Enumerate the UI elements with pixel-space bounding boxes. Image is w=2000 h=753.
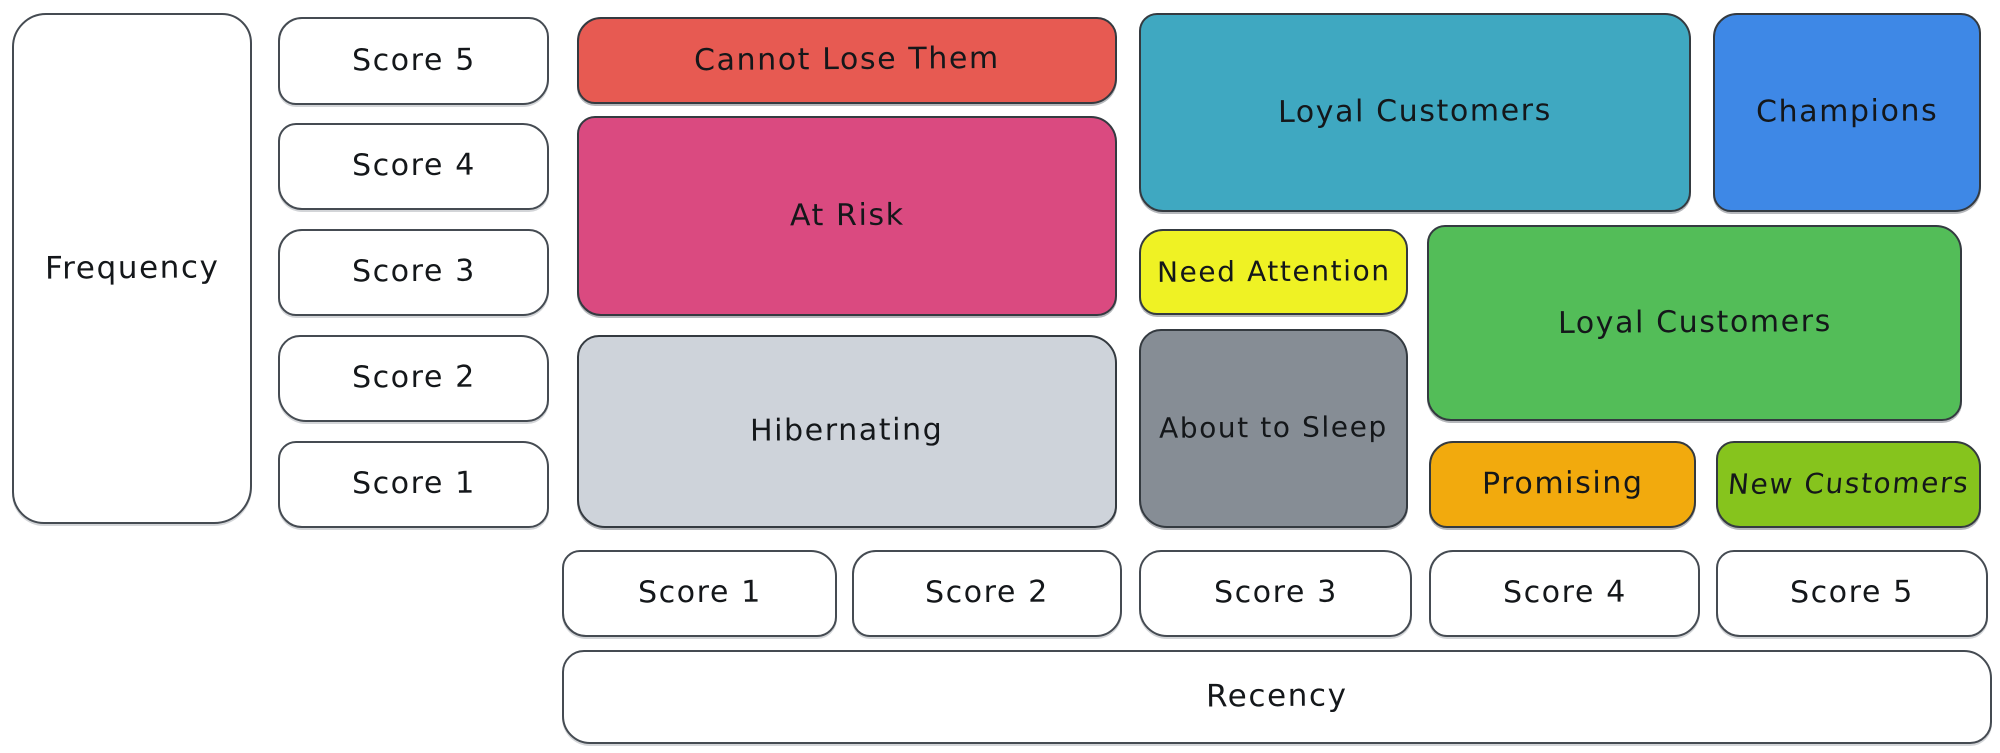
segment-loyal-customers-top-label: Loyal Customers: [1277, 93, 1553, 131]
segment-promising[interactable]: Promising: [1429, 441, 1696, 528]
segment-hibernating[interactable]: Hibernating: [577, 335, 1117, 528]
segment-cannot-lose-them-label: Cannot Lose Them: [693, 41, 1001, 79]
frequency-axis-label: Frequency: [44, 249, 220, 287]
recency-score-5-box[interactable]: Score 5: [1716, 550, 1988, 637]
recency-axis-box[interactable]: Recency: [562, 650, 1992, 744]
segment-cannot-lose-them[interactable]: Cannot Lose Them: [577, 17, 1117, 104]
frequency-score-2-label: Score 2: [351, 359, 476, 396]
segment-at-risk[interactable]: At Risk: [577, 116, 1117, 316]
segment-need-attention[interactable]: Need Attention: [1139, 229, 1408, 315]
segment-champions-label: Champions: [1755, 93, 1939, 130]
frequency-score-1-label: Score 1: [351, 465, 476, 502]
frequency-score-1-box[interactable]: Score 1: [278, 441, 549, 528]
recency-score-3-box[interactable]: Score 3: [1139, 550, 1412, 637]
frequency-axis-box[interactable]: Frequency: [12, 13, 252, 524]
recency-score-4-box[interactable]: Score 4: [1429, 550, 1700, 637]
recency-score-3-label: Score 3: [1213, 574, 1338, 611]
recency-score-5-label: Score 5: [1789, 574, 1915, 611]
segment-need-attention-label: Need Attention: [1156, 254, 1391, 289]
segment-at-risk-label: At Risk: [789, 197, 905, 234]
recency-score-2-box[interactable]: Score 2: [852, 550, 1122, 637]
frequency-score-4-label: Score 4: [351, 147, 476, 184]
segment-loyal-customers-mid[interactable]: Loyal Customers: [1427, 225, 1962, 421]
segment-promising-label: Promising: [1481, 465, 1644, 502]
frequency-score-3-label: Score 3: [351, 253, 476, 290]
recency-score-4-label: Score 4: [1502, 574, 1627, 611]
recency-axis-label: Recency: [1206, 677, 1348, 715]
recency-score-1-box[interactable]: Score 1: [562, 550, 837, 637]
segment-new-customers-label: New Customers: [1726, 466, 1971, 502]
segment-new-customers[interactable]: New Customers: [1716, 441, 1981, 528]
segment-about-to-sleep-label: About to Sleep: [1158, 410, 1389, 446]
frequency-score-3-box[interactable]: Score 3: [278, 229, 549, 316]
segment-hibernating-label: Hibernating: [750, 412, 944, 449]
segment-about-to-sleep[interactable]: About to Sleep: [1139, 329, 1408, 528]
frequency-score-5-label: Score 5: [351, 42, 476, 79]
recency-score-2-label: Score 2: [924, 574, 1050, 611]
frequency-score-5-box[interactable]: Score 5: [278, 17, 549, 105]
frequency-score-4-box[interactable]: Score 4: [278, 123, 549, 210]
frequency-score-2-box[interactable]: Score 2: [278, 335, 549, 422]
segment-champions[interactable]: Champions: [1713, 13, 1981, 212]
recency-score-1-label: Score 1: [637, 574, 762, 611]
segment-loyal-customers-top[interactable]: Loyal Customers: [1139, 13, 1691, 212]
segment-loyal-customers-mid-label: Loyal Customers: [1557, 303, 1832, 341]
